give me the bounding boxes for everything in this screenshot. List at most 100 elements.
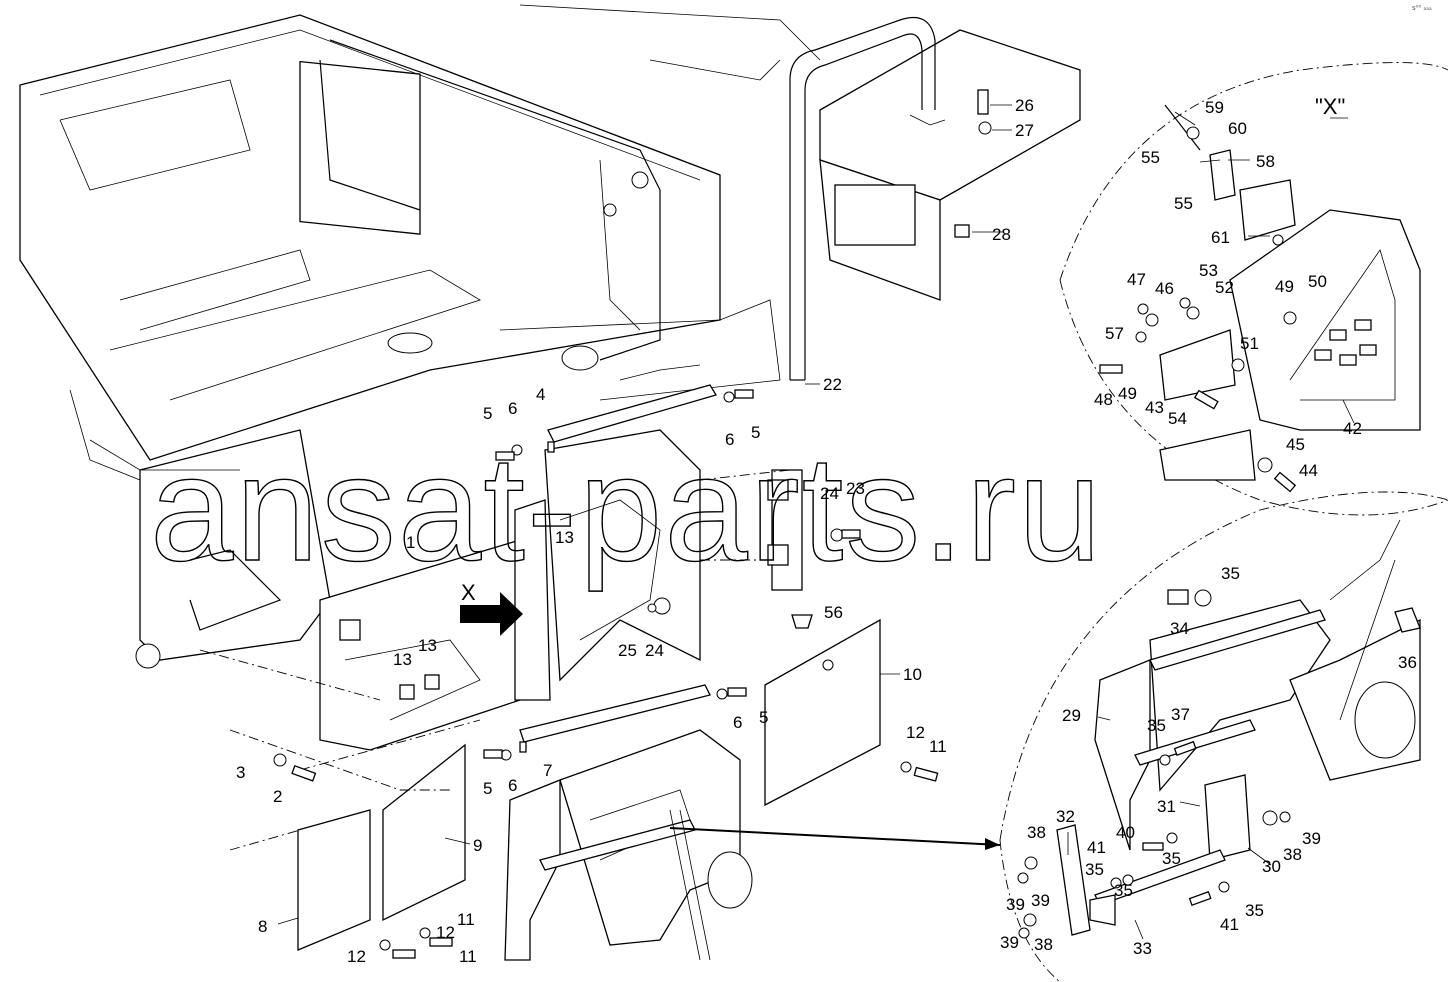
callout-11: 11 bbox=[459, 947, 477, 966]
callout-13: 13 bbox=[555, 528, 574, 547]
callout-55: 55 bbox=[1141, 148, 1160, 167]
callout-6: 6 bbox=[733, 713, 742, 732]
callout-35: 35 bbox=[1245, 901, 1264, 920]
callout-44: 44 bbox=[1299, 461, 1318, 480]
callout-10: 10 bbox=[903, 665, 922, 684]
callout-25: 25 bbox=[618, 641, 637, 660]
callout-35: 35 bbox=[1085, 860, 1104, 879]
handrail-pipe bbox=[767, 16, 936, 629]
callout-1: 1 bbox=[406, 533, 415, 552]
callout-57: 57 bbox=[1105, 324, 1124, 343]
callout-42: 42 bbox=[1343, 419, 1362, 438]
callout-32: 32 bbox=[1056, 807, 1075, 826]
main-frame bbox=[19, 14, 781, 461]
callout-39: 39 bbox=[1302, 829, 1321, 848]
callout-35: 35 bbox=[1221, 564, 1240, 583]
left-support bbox=[69, 389, 331, 669]
callout-41: 41 bbox=[1220, 915, 1239, 934]
rear-frame bbox=[519, 4, 1081, 301]
callout-53: 53 bbox=[1199, 261, 1218, 280]
callout-3: 3 bbox=[236, 763, 245, 782]
step-bracket bbox=[319, 429, 701, 751]
callout-26: 26 bbox=[1015, 96, 1034, 115]
assembly-lines bbox=[199, 469, 1001, 851]
callout-29: 29 bbox=[1062, 706, 1081, 725]
callout-38: 38 bbox=[1283, 845, 1302, 864]
callout-22: 22 bbox=[823, 375, 842, 394]
callout-38: 38 bbox=[1027, 823, 1046, 842]
view-arrow bbox=[460, 592, 523, 636]
callout-39: 39 bbox=[1000, 933, 1019, 952]
callout-5: 5 bbox=[759, 708, 768, 727]
callout-12: 12 bbox=[347, 947, 366, 966]
callout-39: 39 bbox=[1031, 891, 1050, 910]
callout-49: 49 bbox=[1118, 384, 1137, 403]
callout-34: 34 bbox=[1170, 619, 1189, 638]
callout-36: 36 bbox=[1398, 653, 1417, 672]
callout-30: 30 bbox=[1262, 857, 1281, 876]
plate-10 bbox=[764, 618, 881, 807]
callout-11: 11 bbox=[929, 737, 947, 756]
callout-60: 60 bbox=[1228, 119, 1247, 138]
callout-45: 45 bbox=[1286, 435, 1305, 454]
callout-49: 49 bbox=[1275, 277, 1294, 296]
callout-38: 38 bbox=[1034, 935, 1053, 954]
callout-13: 13 bbox=[418, 636, 437, 655]
leader-lines bbox=[277, 104, 1355, 940]
callout-47: 47 bbox=[1127, 270, 1146, 289]
callout-23: 23 bbox=[846, 479, 865, 498]
callout-55: 55 bbox=[1174, 194, 1193, 213]
callout-59: 59 bbox=[1205, 98, 1224, 117]
callout-33: 33 bbox=[1133, 939, 1152, 958]
callout-41: 41 bbox=[1087, 838, 1106, 857]
callout-54: 54 bbox=[1168, 409, 1187, 428]
callout-31: 31 bbox=[1157, 797, 1176, 816]
callout-5: 5 bbox=[751, 423, 760, 442]
callout-6: 6 bbox=[508, 776, 517, 795]
callout-labels: 1 2 3 4 5 5 5 5 6 6 6 6 7 8 9 10 11 11 1… bbox=[236, 96, 1417, 966]
callout-56: 56 bbox=[824, 603, 843, 622]
callout-5: 5 bbox=[483, 404, 492, 423]
callout-6: 6 bbox=[508, 399, 517, 418]
callout-11: 11 bbox=[457, 910, 475, 929]
callout-35: 35 bbox=[1147, 716, 1166, 735]
callout-35: 35 bbox=[1162, 849, 1181, 868]
panel-9 bbox=[382, 743, 466, 922]
callout-48: 48 bbox=[1094, 390, 1113, 409]
step-ladder-lower bbox=[519, 684, 711, 753]
detail-x bbox=[1059, 62, 1448, 516]
callout-50: 50 bbox=[1308, 272, 1327, 291]
callout-51: 51 bbox=[1240, 334, 1259, 353]
callout-61: 61 bbox=[1211, 228, 1230, 247]
callout-27: 27 bbox=[1015, 121, 1034, 140]
view-arrow-label: X bbox=[461, 580, 476, 605]
callout-28: 28 bbox=[992, 225, 1011, 244]
step-ladder-upper bbox=[547, 384, 717, 453]
hardware bbox=[273, 89, 992, 959]
detail-step bbox=[999, 491, 1448, 982]
callout-35: 35 bbox=[1114, 881, 1133, 900]
callout-2: 2 bbox=[273, 787, 282, 806]
callout-43: 43 bbox=[1145, 398, 1164, 417]
corner-mark: s⁰⁰ ₐₐₐ bbox=[1412, 4, 1432, 12]
callout-24: 24 bbox=[820, 484, 839, 503]
callout-12: 12 bbox=[436, 923, 455, 942]
callout-58: 58 bbox=[1256, 152, 1275, 171]
callout-40: 40 bbox=[1116, 823, 1135, 842]
callout-5: 5 bbox=[483, 779, 492, 798]
callout-12: 12 bbox=[906, 723, 925, 742]
callout-9: 9 bbox=[473, 836, 482, 855]
callout-39: 39 bbox=[1006, 895, 1025, 914]
lower-step-assembly bbox=[504, 729, 753, 961]
callout-7: 7 bbox=[543, 761, 552, 780]
watermark: ansat-parts.ru bbox=[150, 424, 1103, 592]
panel-8 bbox=[297, 809, 371, 951]
callout-46: 46 bbox=[1155, 279, 1174, 298]
callout-52: 52 bbox=[1215, 278, 1234, 297]
callout-13: 13 bbox=[393, 650, 412, 669]
callout-4: 4 bbox=[536, 385, 545, 404]
callout-24: 24 bbox=[645, 641, 664, 660]
callout-37: 37 bbox=[1171, 705, 1190, 724]
detail-x-title: "X" bbox=[1315, 94, 1345, 119]
